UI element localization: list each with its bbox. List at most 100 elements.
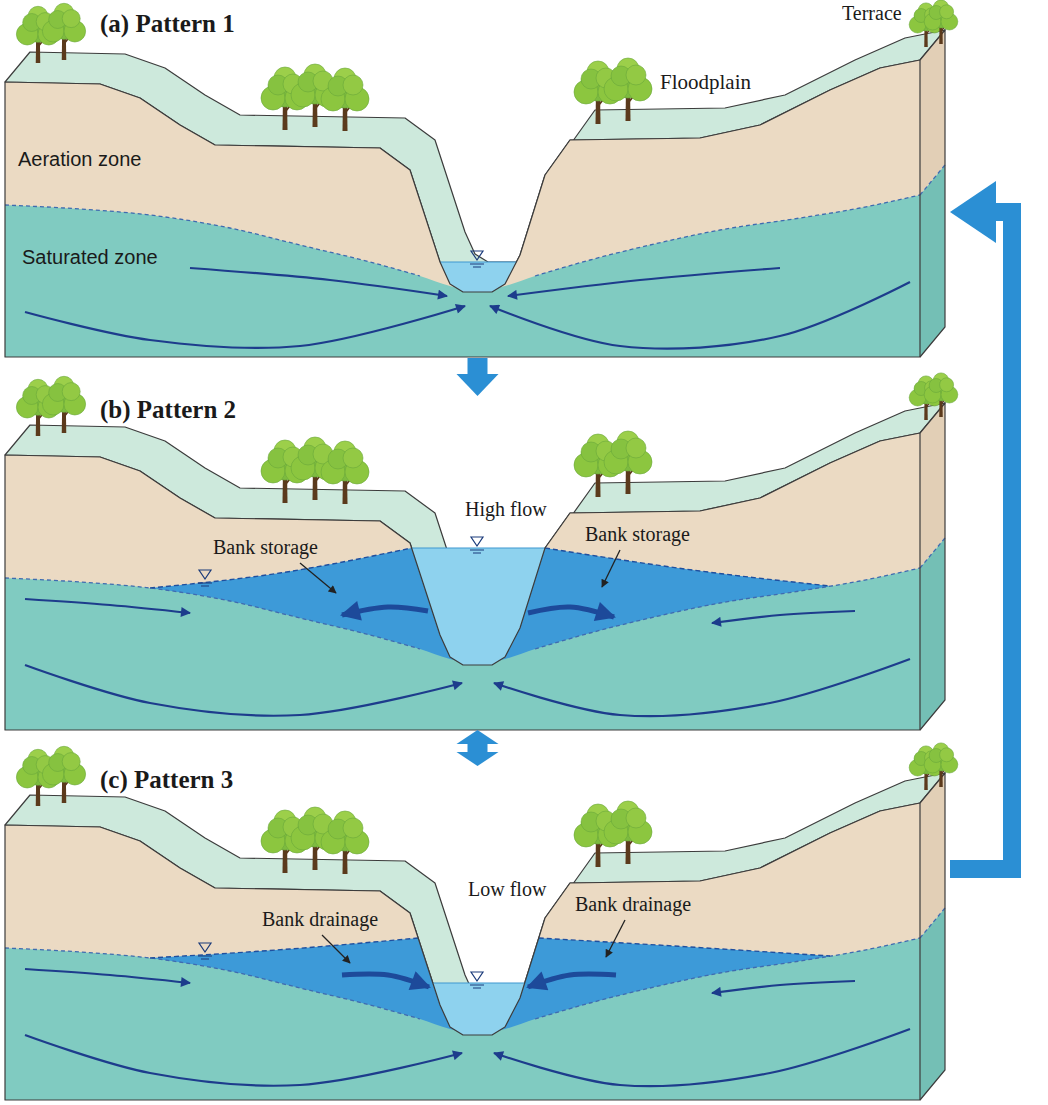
process-label: Bank storage [585,523,690,546]
tree-canopy [940,378,954,392]
tree [321,811,369,874]
arrow-head [457,752,499,766]
label-holder: Bank drainage [575,893,691,916]
tree [321,68,369,131]
saturated-zone [5,195,920,357]
tree [604,801,652,864]
water-level-ticks [470,985,484,988]
leader-line [322,935,350,963]
water-table-line [5,948,420,1019]
water-level-symbol [470,251,484,267]
groundwater-flow-arrow [25,599,190,613]
water-surface [433,982,525,983]
landform-label: Terrace [842,2,902,25]
groundwater-flow-arrow [190,268,447,296]
side-face-saturated [920,908,945,1100]
bank-exchange-arrow [342,974,429,987]
groundwater-flow-arrow [712,981,855,993]
block-outline [920,773,945,1100]
tree [924,0,958,44]
groundwater-flow-arrow [490,282,910,349]
water-level-ticks [470,550,484,553]
tree [604,58,652,121]
cycle-arrow [457,358,499,396]
tree-canopy [626,438,646,458]
water-table-line [535,938,920,1019]
water-table-line [5,205,420,276]
bank-exchange-arrow [528,974,616,987]
process-label: Bank drainage [262,908,378,931]
tree-canopy [343,818,363,838]
tree-canopy [940,5,954,19]
aeration-zone [5,433,920,730]
arrow-head [950,181,996,243]
water-level-symbol [198,943,212,959]
water-surface [412,547,545,548]
arrow-shaft [468,358,488,375]
panel-title: (c) Pattern 3 [100,766,233,794]
label-holder: Bank storage [213,536,318,559]
block-outline [5,433,920,730]
groundwater-flow-arrow [25,665,462,716]
tree [909,746,943,790]
flow-label: Low flow [468,878,546,901]
river-water [412,548,545,665]
arrow-shaft [468,743,488,753]
leader-line [300,563,336,593]
tree [42,376,85,433]
block-outline [920,30,945,357]
water-level-triangle [471,972,483,981]
leader-line [606,920,625,957]
block-outline [5,60,920,357]
groundwater-flow-arrow [494,659,910,716]
arrow-shaft [950,212,1012,869]
cycle-arrow [950,181,1012,869]
aeration-zone [5,60,920,357]
landform-label: Floodplain [660,70,751,94]
process-label: Bank drainage [575,893,691,916]
cycle-arrow [457,730,499,766]
process-label: Bank storage [213,536,318,559]
water-level-triangle [471,537,483,546]
groundwater-flow-arrow [494,1029,910,1086]
label-holder: Saturated zone [22,246,158,269]
flow-label: High flow [465,498,547,521]
groundwater-flow-arrow [25,1035,462,1086]
raised-water-table [150,938,418,958]
tree-canopy [62,753,80,771]
cross-section-block [5,373,958,730]
water-level-ticks [198,956,212,959]
water-level-triangle [199,570,211,579]
cross-section-block [5,743,958,1100]
side-face-saturated [920,165,945,357]
bank-exchange-arrow [342,607,428,615]
arrow-head [457,730,499,744]
water-level-symbol [470,972,484,988]
water-level-triangle [199,943,211,952]
label-holder: Terrace [842,2,902,25]
tree [604,431,652,494]
panel-title: (b) Pattern 2 [100,396,236,424]
raised-water-table [539,938,830,956]
water-level-ticks [198,583,212,586]
tree [924,743,958,787]
label-holder: Aeration zone [18,148,141,171]
raised-water-table [545,548,830,586]
tree [909,376,943,420]
tree-canopy [626,808,646,828]
tree-canopy [343,75,363,95]
aeration-zone [5,803,920,1100]
bank-exchange-arrow [528,607,614,617]
groundwater-flow-arrow [508,268,780,296]
pattern-panel: (b) Pattern 2 [5,396,950,730]
side-face-saturated [920,538,945,730]
groundwater-flow-arrow [25,969,190,983]
water-table-line [920,908,945,938]
label-holder: Bank storage [585,523,690,546]
tree [42,3,85,60]
tree [321,441,369,504]
water-table-line [920,165,945,195]
tree-canopy [343,448,363,468]
